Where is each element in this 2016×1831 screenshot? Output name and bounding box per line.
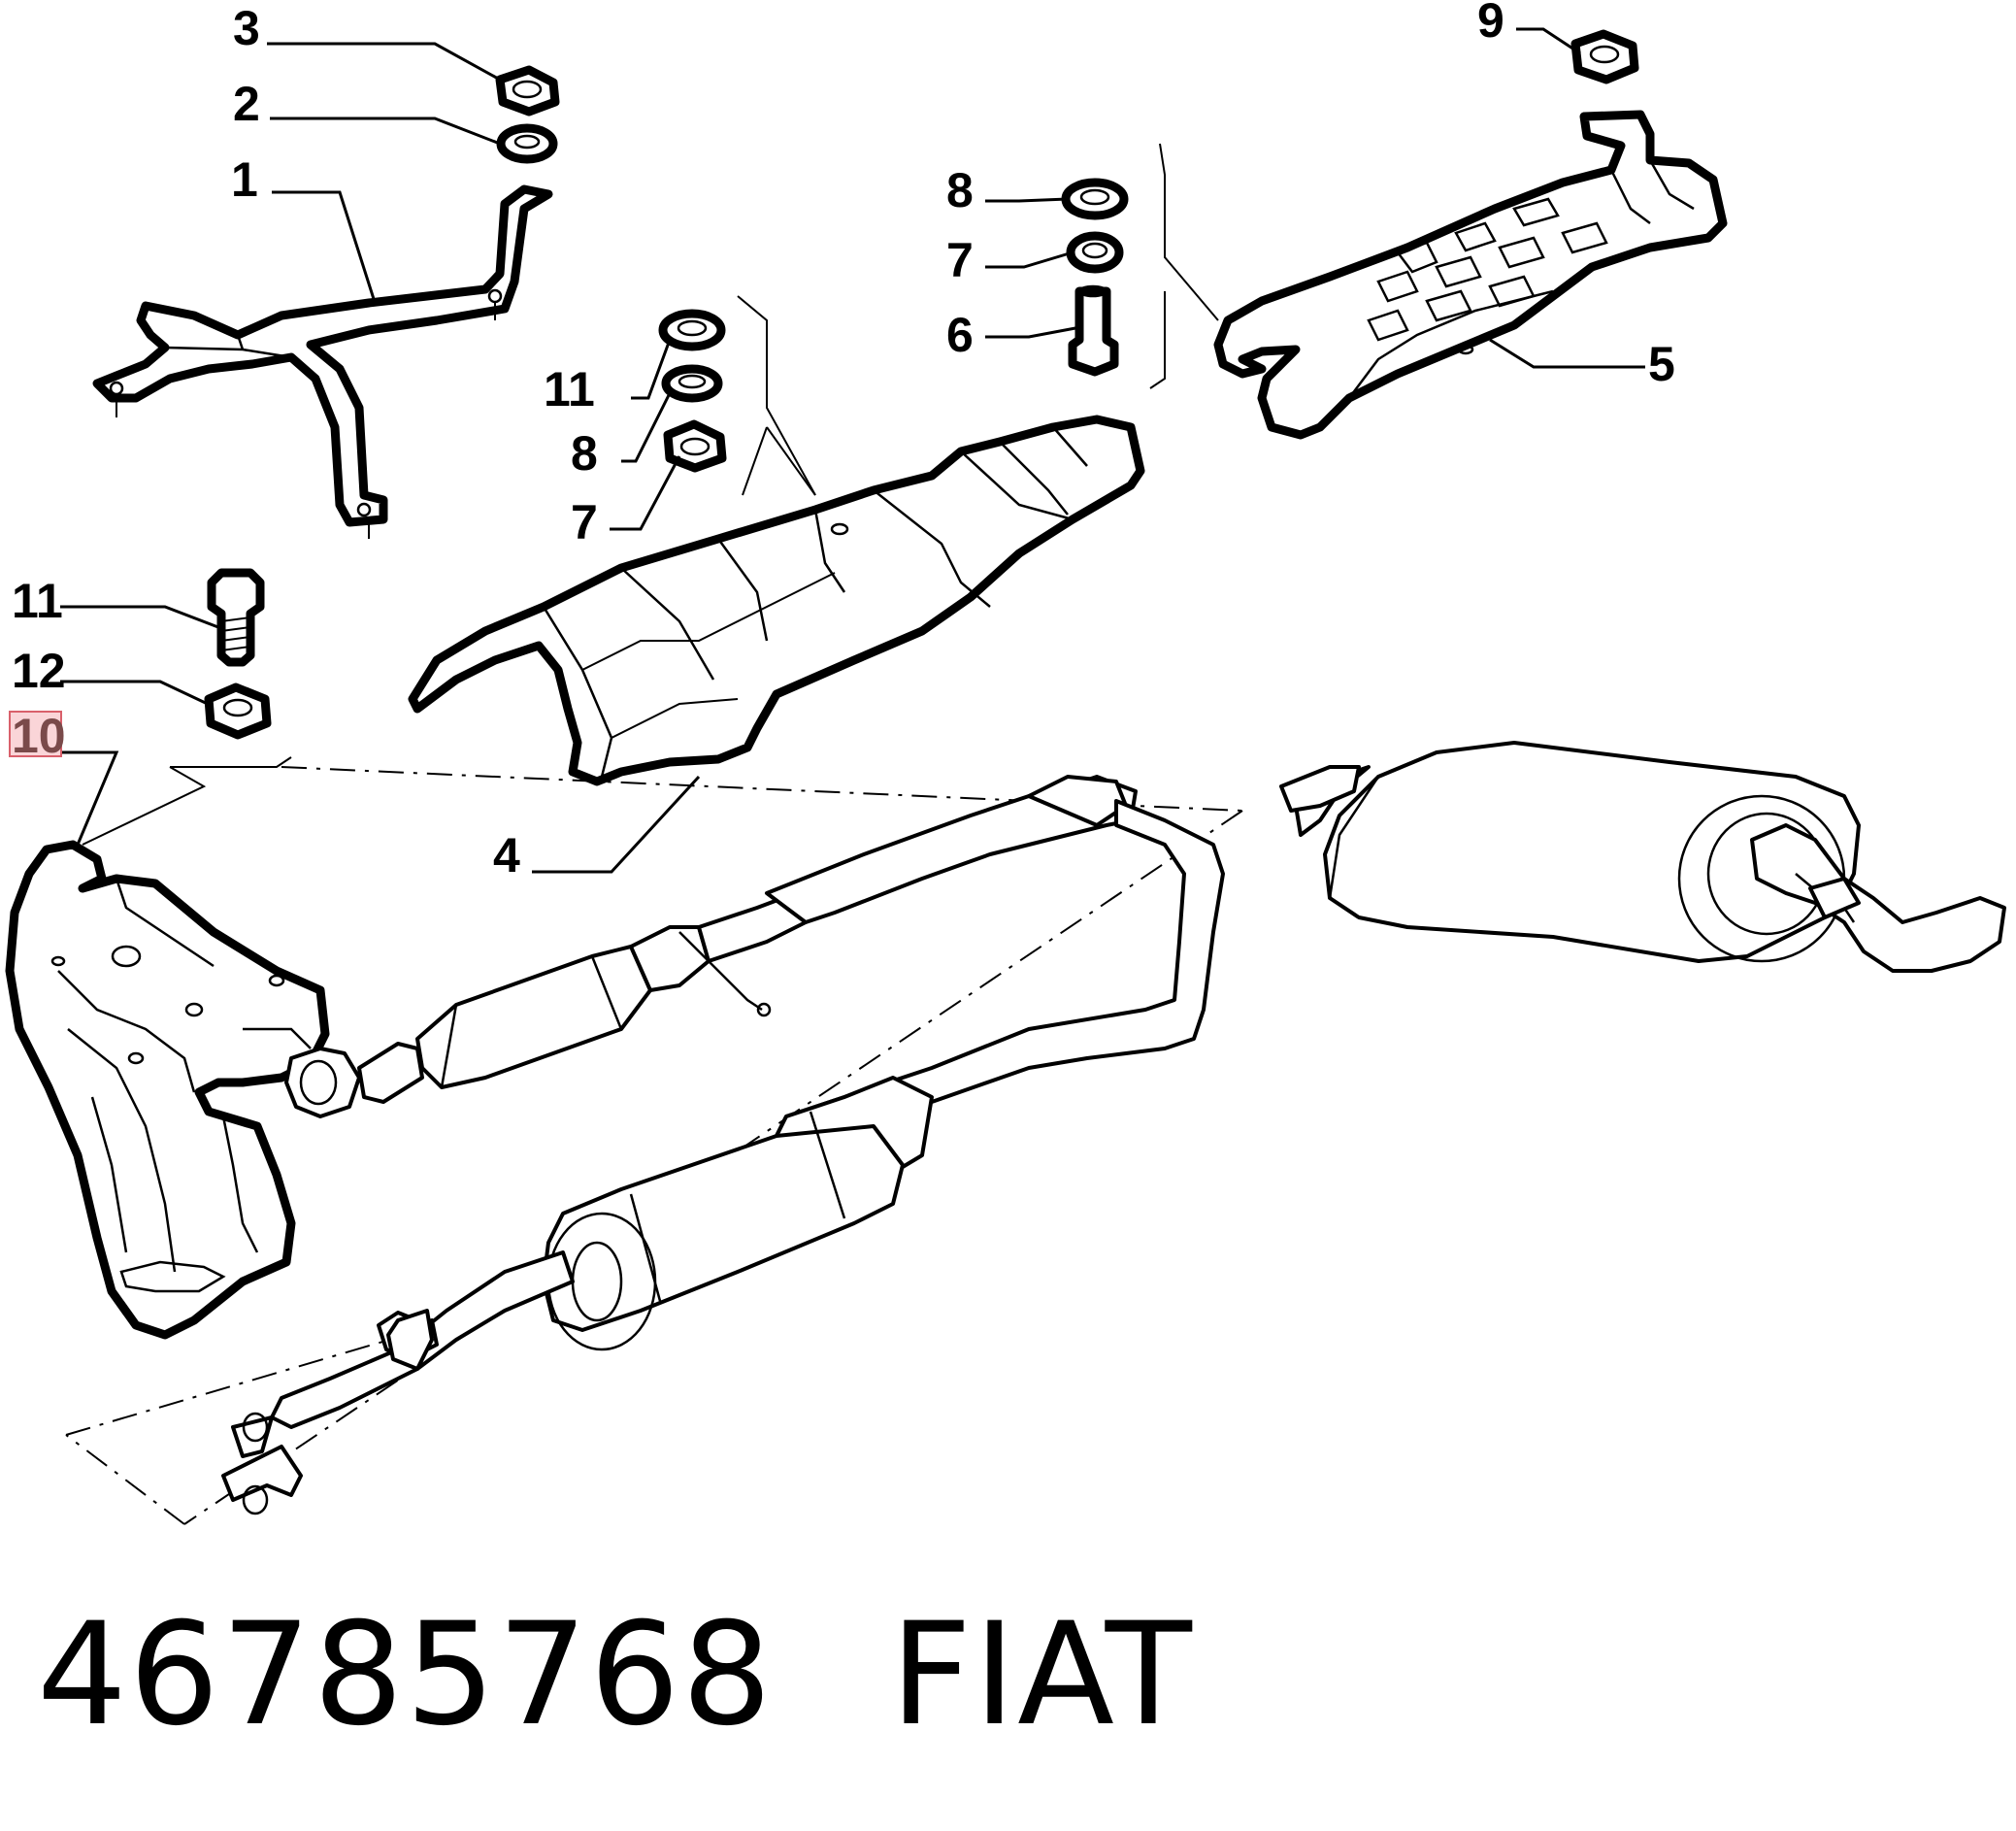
callout-5: 5 <box>1648 337 1675 391</box>
callout-3: 3 <box>233 1 260 55</box>
mounting-bracket <box>92 184 553 539</box>
lock-washer-8a <box>661 364 723 403</box>
nut-12 <box>204 682 272 740</box>
manifold-heat-shield-10 <box>5 840 330 1340</box>
callout-12: 12 <box>12 644 66 698</box>
callout-7b: 7 <box>946 233 974 287</box>
callout-2: 2 <box>233 77 260 131</box>
callout-7a: 7 <box>571 495 598 549</box>
bolt-11b <box>207 568 265 667</box>
heat-shield-4 <box>408 415 1145 786</box>
nut-9 <box>1570 29 1639 84</box>
part-number: 46785768 <box>37 1592 775 1757</box>
heat-shield-5 <box>1213 110 1728 440</box>
callout-8b: 8 <box>946 163 974 217</box>
washer-11a <box>658 309 726 351</box>
callout-labels: 3 2 1 11 8 7 8 7 6 9 5 4 11 12 10 <box>9 0 1675 882</box>
callout-1: 1 <box>231 152 258 207</box>
washer-2 <box>496 123 558 164</box>
exhaust-pipe-system <box>221 741 2006 1515</box>
nut-3 <box>495 65 560 117</box>
footer-caption: 46785768 FIAT <box>37 1592 1194 1757</box>
callout-9: 9 <box>1477 0 1504 48</box>
brand-name: FIAT <box>890 1592 1194 1757</box>
callout-11b: 11 <box>12 574 63 628</box>
bolt-6 <box>1068 284 1119 377</box>
callout-6: 6 <box>946 308 974 362</box>
leader-lines <box>60 27 1645 874</box>
callout-4: 4 <box>493 828 520 882</box>
lock-washer-7b <box>1066 231 1124 274</box>
callout-10: 10 <box>12 709 66 763</box>
nut-7a <box>663 419 727 473</box>
callout-highlight <box>9 711 62 757</box>
callout-8a: 8 <box>571 426 598 481</box>
callout-11a: 11 <box>544 362 595 416</box>
washer-8b <box>1061 178 1129 220</box>
